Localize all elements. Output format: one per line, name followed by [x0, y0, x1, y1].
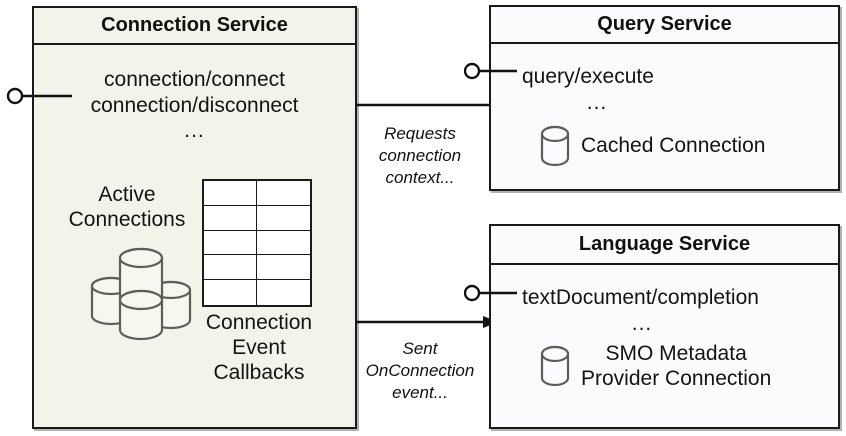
operation-connection-connect: connection/connect: [104, 68, 285, 91]
grid-cell: [204, 280, 257, 305]
connection-service-interface-lollipop[interactable]: [6, 80, 81, 112]
operations-ellipsis: ...: [184, 119, 205, 143]
edge-label-line: Sent: [402, 339, 438, 358]
operations-ellipsis: ...: [586, 90, 608, 114]
grid-cell: [204, 181, 257, 206]
grid-cell: [257, 205, 310, 231]
query-service-interface-lollipop[interactable]: [464, 55, 526, 87]
grid-cell: [204, 205, 257, 231]
callbacks-label-line2: Event: [232, 335, 286, 359]
callbacks-label-line1: Connection: [205, 311, 313, 334]
operation-query-execute: query/execute: [522, 65, 654, 88]
operations-ellipsis: ...: [631, 311, 653, 335]
edge-label-line: context...: [385, 167, 455, 187]
edge-label-requests-connection-context: Requests connection context...: [340, 123, 500, 188]
query-service-body: query/execute ... Cached Connection: [491, 44, 838, 189]
grid-cell: [204, 230, 257, 256]
active-connections-label-line2: Connections: [68, 207, 186, 231]
table-grid-icon: [202, 179, 312, 307]
database-cluster-icon: [82, 242, 200, 342]
edge-label-line: Requests: [384, 124, 456, 143]
edge-label-line: OnConnection: [365, 360, 475, 380]
edge-label-line: event...: [392, 382, 448, 402]
callbacks-label-line3: Callbacks: [213, 360, 305, 384]
component-language-service[interactable]: Language Service textDocument/completion…: [489, 224, 840, 429]
smo-metadata-artifact: SMO Metadata Provider Connection: [539, 341, 771, 391]
language-service-operations: textDocument/completion ...: [491, 285, 838, 336]
grid-cell: [257, 181, 310, 206]
grid-cell: [257, 255, 310, 281]
edge-connection-to-language-arrow: [340, 316, 498, 328]
connection-event-callbacks-label: Connection Event Callbacks: [184, 311, 334, 385]
operation-connection-disconnect: connection/disconnect: [90, 93, 299, 117]
smo-metadata-label-line1: SMO Metadata: [605, 342, 747, 365]
edge-label-sent-onconnection-event: Sent OnConnection event...: [340, 338, 500, 403]
component-query-service[interactable]: Query Service query/execute ... Cached C…: [489, 5, 840, 191]
query-service-title: Query Service: [491, 7, 838, 44]
edge-label-line: connection: [378, 145, 462, 165]
query-service-operations: query/execute ...: [491, 64, 838, 115]
grid-cell: [204, 255, 257, 281]
component-connection-service[interactable]: Connection Service connection/connect co…: [32, 6, 357, 429]
language-service-interface-lollipop[interactable]: [464, 277, 526, 309]
smo-metadata-label-line2: Provider Connection: [581, 367, 772, 391]
language-service-title: Language Service: [491, 226, 838, 265]
grid-cell: [257, 280, 310, 305]
edge-query-to-connection-arrow: [342, 99, 495, 111]
smo-metadata-label: SMO Metadata Provider Connection: [581, 341, 771, 391]
connection-service-body: connection/connect connection/disconnect…: [34, 45, 355, 427]
language-service-body: textDocument/completion ... SMO Metadata…: [491, 265, 838, 427]
active-connections-label-line1: Active: [98, 183, 156, 206]
active-connections-label: Active Connections: [46, 183, 208, 233]
database-cylinder-icon: [539, 345, 571, 387]
database-cylinder-icon: [539, 125, 571, 167]
connection-service-operations: connection/connect connection/disconnect…: [34, 67, 355, 144]
connection-service-title: Connection Service: [34, 8, 355, 45]
grid-cell: [257, 230, 310, 256]
cached-connection-label: Cached Connection: [581, 134, 766, 158]
cached-connection-artifact: Cached Connection: [539, 125, 765, 167]
operation-textdocument-completion: textDocument/completion: [522, 286, 759, 309]
